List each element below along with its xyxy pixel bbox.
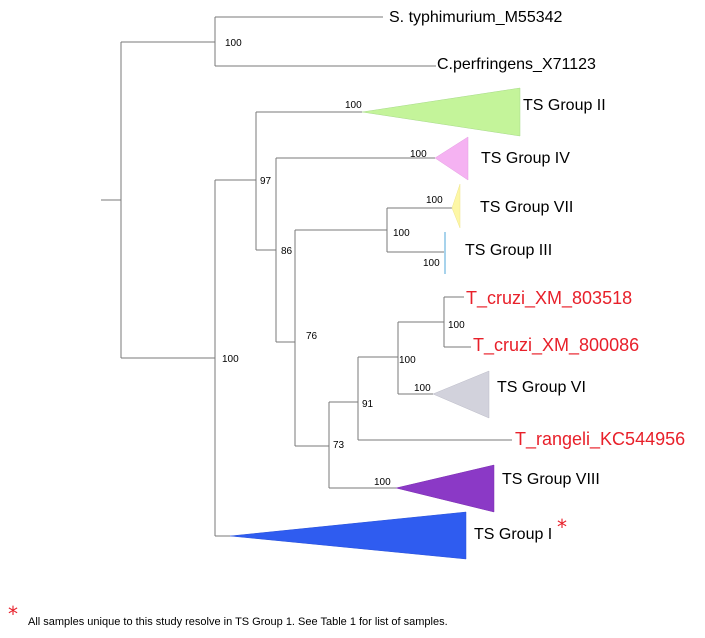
support-node-91: 91 (362, 399, 374, 410)
support-ts-group-vi: 100 (414, 383, 431, 394)
ts-group-vii-triangle (451, 183, 461, 229)
support-ts-group-ii: 100 (345, 100, 362, 111)
ts-group-i-asterisk: * (557, 515, 567, 539)
support-ts-group-iii: 100 (423, 258, 440, 269)
label-ts-group-vii: TS Group VII (480, 199, 573, 216)
label-ts-group-viii: TS Group VIII (502, 471, 600, 488)
label-ts-group-iii: TS Group III (465, 242, 552, 259)
ts-group-ii-triangle (361, 87, 521, 137)
label-t-rangeli: T_rangeli_KC544956 (515, 429, 685, 450)
support-vii-iii-clade: 100 (393, 228, 410, 239)
ts-group-viii-triangle (395, 464, 495, 513)
ts-group-i-triangle (229, 511, 467, 560)
support-root: 100 (222, 354, 239, 365)
label-ts-group-iv: TS Group IV (481, 150, 570, 167)
support-node-76: 76 (306, 331, 318, 342)
footnote-text: All samples unique to this study resolve… (28, 616, 448, 628)
support-node-97: 97 (260, 176, 272, 187)
support-outgroup: 100 (225, 38, 242, 49)
label-t-cruzi-2: T_cruzi_XM_800086 (473, 335, 639, 356)
ts-group-vi-triangle (432, 370, 490, 419)
support-ts-group-vii: 100 (426, 195, 443, 206)
label-ts-group-vi: TS Group VI (497, 379, 586, 396)
support-ts-group-iv: 100 (410, 149, 427, 160)
support-node-100-vi: 100 (399, 355, 416, 366)
ts-group-iii-bar (444, 232, 446, 274)
support-node-73: 73 (333, 440, 345, 451)
label-t-cruzi-1: T_cruzi_XM_803518 (466, 288, 632, 309)
ts-group-iv-triangle (434, 136, 469, 181)
label-s-typhimurium: S. typhimurium_M55342 (389, 9, 563, 26)
support-ts-group-viii: 100 (374, 477, 391, 488)
support-node-86: 86 (281, 246, 293, 257)
label-ts-group-ii: TS Group II (523, 97, 606, 114)
footnote-asterisk: * (8, 602, 18, 626)
label-ts-group-i: TS Group I (474, 526, 552, 543)
label-c-perfringens: C.perfringens_X71123 (437, 56, 596, 73)
support-cruzi-node: 100 (448, 320, 465, 331)
